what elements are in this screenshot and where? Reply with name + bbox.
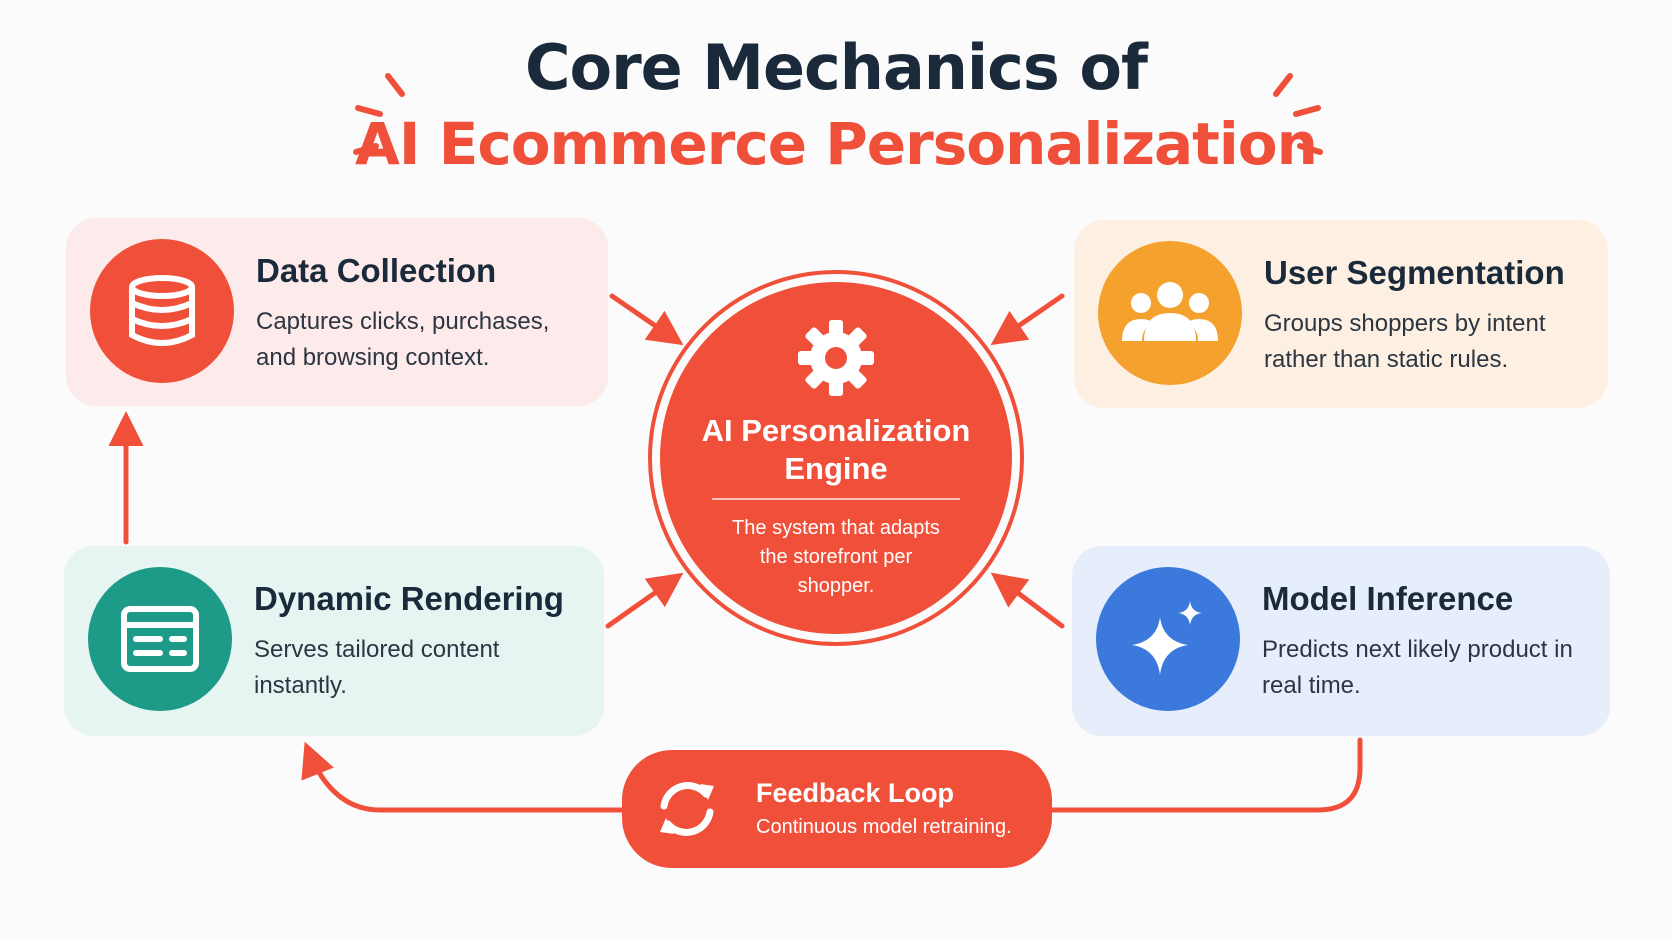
page-title: Core Mechanics of [525, 31, 1148, 104]
page-subtitle: AI Ecommerce Personalization [355, 110, 1318, 178]
user-segmentation-card: User Segmentation Groups shoppers by int… [1074, 220, 1608, 408]
feedback-loop-pill: Feedback Loop Continuous model retrainin… [622, 750, 1052, 868]
title-block: Core Mechanics of AI Ecommerce Personali… [0, 30, 1672, 182]
sparkle-icon [1096, 567, 1240, 711]
engine-divider [712, 498, 960, 500]
users-icon [1098, 241, 1242, 385]
engine-title: AI Personalization Engine [701, 413, 971, 486]
user-segmentation-title: User Segmentation [1264, 254, 1565, 291]
feedback-loop-title: Feedback Loop [756, 778, 955, 808]
arrow-segmentation-to-engine [990, 293, 1065, 346]
engine-outer-ring [648, 270, 1024, 646]
loop-feedback-to-rendering [301, 741, 625, 813]
arrow-engine-to-rendering [605, 572, 684, 629]
user-segmentation-description: Groups shoppers by intent rather than st… [1264, 310, 1546, 373]
loop-inference-to-feedback [1049, 737, 1363, 813]
arrow-inference-to-engine [990, 572, 1065, 629]
feedback-loop-description: Continuous model retraining. [756, 816, 1012, 838]
engine-description: The system that adapts the storefront pe… [732, 517, 940, 597]
arrow-data-to-engine [609, 293, 684, 346]
data-collection-description: Captures clicks, purchases, and browsing… [256, 308, 550, 371]
model-inference-description: Predicts next likely product in real tim… [1262, 636, 1573, 699]
dynamic-rendering-title: Dynamic Rendering [254, 580, 564, 617]
model-inference-card: Model Inference Predicts next likely pro… [1072, 546, 1610, 736]
dynamic-rendering-description: Serves tailored content instantly. [254, 636, 500, 699]
dynamic-rendering-card: Dynamic Rendering Serves tailored conten… [64, 546, 604, 736]
gear-icon [798, 320, 874, 396]
database-icon [90, 239, 234, 383]
model-inference-title: Model Inference [1262, 580, 1514, 617]
ai-personalization-engine: AI Personalization Engine The system tha… [660, 282, 1012, 634]
title-sparkle-rays [353, 73, 1323, 155]
browser-window-icon [88, 567, 232, 711]
data-collection-card: Data Collection Captures clicks, purchas… [66, 218, 608, 406]
refresh-icon [660, 782, 714, 836]
data-collection-title: Data Collection [256, 252, 497, 289]
